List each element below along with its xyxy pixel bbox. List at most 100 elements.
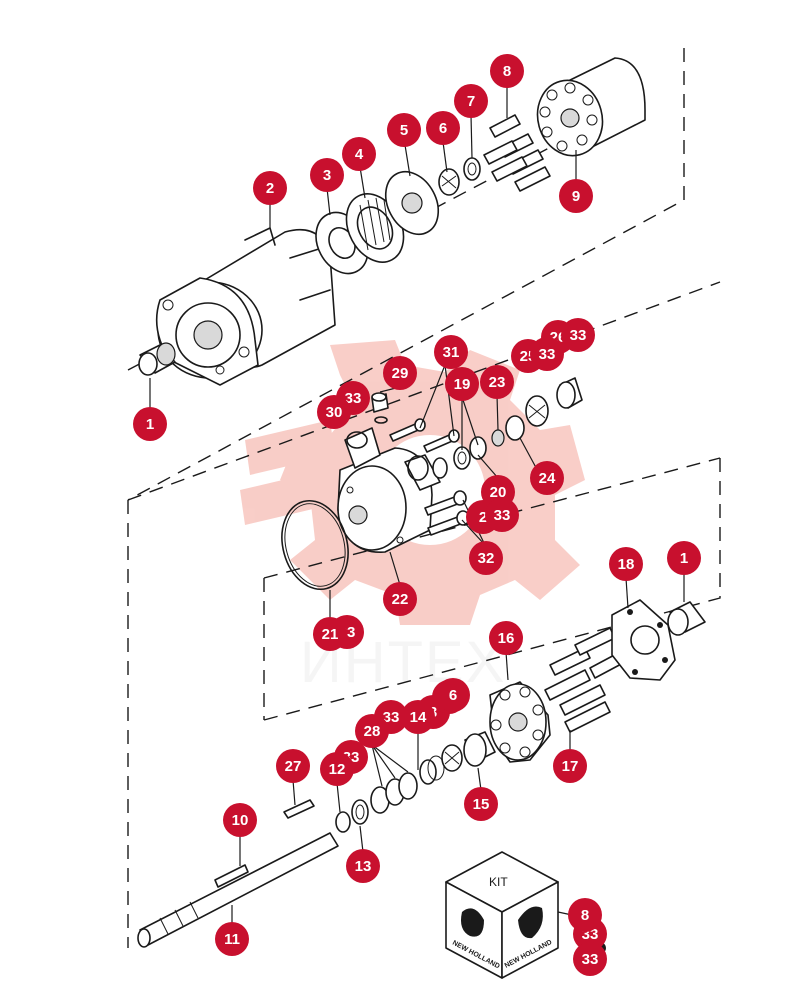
callout-badge xyxy=(310,158,344,192)
callout-label: 13 xyxy=(355,858,372,875)
callout-badge xyxy=(573,942,607,976)
callout-badge xyxy=(480,365,514,399)
shaft-key xyxy=(283,799,315,819)
callout-7: 7 xyxy=(454,84,488,118)
callout-17: 17 xyxy=(553,749,587,783)
callout-badge xyxy=(346,849,380,883)
callout-33: 33 xyxy=(561,318,595,352)
callout-label: 20 xyxy=(490,484,507,501)
callout-label: 8 xyxy=(503,63,511,80)
callout-5: 5 xyxy=(387,113,421,147)
callout-label: 17 xyxy=(562,758,579,775)
callout-badge xyxy=(530,337,564,371)
seal-rings-middle xyxy=(432,377,583,479)
callout-badge xyxy=(317,395,351,429)
callout-22: 22 xyxy=(383,582,417,616)
callout-label: 19 xyxy=(454,376,471,393)
callout-8: 8 xyxy=(568,898,602,932)
springs xyxy=(370,755,445,814)
callout-label: 33 xyxy=(383,709,400,726)
callout-18: 18 xyxy=(609,547,643,581)
callout-badge xyxy=(215,922,249,956)
callout-badge xyxy=(434,335,468,369)
callout-badge xyxy=(401,700,435,734)
callout-label: 32 xyxy=(478,550,495,567)
callout-label: 14 xyxy=(410,709,427,726)
callout-33: 33 xyxy=(530,337,564,371)
new-holland-logo-icon xyxy=(461,906,543,939)
bearing-sleeve xyxy=(463,731,496,767)
callout-8: 8 xyxy=(490,54,524,88)
callout-29: 29 xyxy=(383,356,417,390)
callout-30: 30 xyxy=(317,395,351,429)
callout-31: 31 xyxy=(434,335,468,369)
callout-label: 24 xyxy=(539,470,556,487)
callout-33: 33 xyxy=(573,942,607,976)
pistons-top xyxy=(483,114,551,192)
callout-label: 6 xyxy=(449,687,457,704)
callout-23: 23 xyxy=(480,365,514,399)
callout-label: 2 xyxy=(266,180,274,197)
pistons-lower xyxy=(544,627,626,733)
callout-label: 33 xyxy=(494,507,511,524)
callout-19: 19 xyxy=(445,367,479,401)
callout-badge xyxy=(489,621,523,655)
callout-1: 1 xyxy=(133,407,167,441)
callout-label: 3 xyxy=(323,167,331,184)
roller-bearing xyxy=(438,168,460,196)
callout-6: 6 xyxy=(426,111,460,145)
callout-badge xyxy=(568,898,602,932)
callout-label: 33 xyxy=(582,951,599,968)
callout-badge xyxy=(553,749,587,783)
callout-6: 6 xyxy=(436,678,470,712)
o-ring xyxy=(281,499,349,591)
callout-27: 27 xyxy=(276,749,310,783)
callout-badge xyxy=(383,582,417,616)
callout-21: 21 xyxy=(313,617,347,651)
callout-label: 31 xyxy=(443,344,460,361)
cylinder-block-top xyxy=(536,57,646,157)
callout-badge xyxy=(454,84,488,118)
callout-11: 11 xyxy=(215,922,249,956)
callout-badge xyxy=(387,113,421,147)
callout-label: 16 xyxy=(498,630,515,647)
callout-badge xyxy=(469,541,503,575)
bearing-ring xyxy=(463,157,481,181)
callout-badge xyxy=(253,171,287,205)
callout-24: 24 xyxy=(530,461,564,495)
callout-13: 13 xyxy=(346,849,380,883)
swash-plate xyxy=(384,170,440,236)
callout-label: 1 xyxy=(146,416,154,433)
needle-bushing-top xyxy=(138,342,176,376)
callout-badge xyxy=(342,137,376,171)
callout-badge xyxy=(436,678,470,712)
callout-32: 32 xyxy=(469,541,503,575)
plug-and-seal xyxy=(371,392,389,424)
callout-14: 14 xyxy=(401,700,435,734)
retainer-plate xyxy=(611,599,676,681)
callout-badge xyxy=(426,111,460,145)
callout-badge xyxy=(383,356,417,390)
callout-4: 4 xyxy=(342,137,376,171)
screws-bottom xyxy=(424,490,470,536)
callout-badge xyxy=(320,752,354,786)
retaining-rings xyxy=(335,799,369,833)
kit-box: KIT NEW HOLLAND NEW HOLLAND xyxy=(445,851,559,979)
callout-label: 29 xyxy=(392,365,409,382)
callout-label: 12 xyxy=(329,761,346,778)
callout-label: 1 xyxy=(680,550,688,567)
callout-label: 22 xyxy=(392,591,409,608)
callout-label: 33 xyxy=(570,327,587,344)
callout-badge xyxy=(223,803,257,837)
callout-16: 16 xyxy=(489,621,523,655)
callout-label: 23 xyxy=(489,374,506,391)
roller-bearing-lower xyxy=(441,744,463,772)
callout-33: 33 xyxy=(485,498,519,532)
callout-label: 27 xyxy=(285,758,302,775)
callout-label: 28 xyxy=(364,723,381,740)
callout-badge xyxy=(355,714,389,748)
callout-badge xyxy=(464,787,498,821)
callout-label: 33 xyxy=(345,390,362,407)
